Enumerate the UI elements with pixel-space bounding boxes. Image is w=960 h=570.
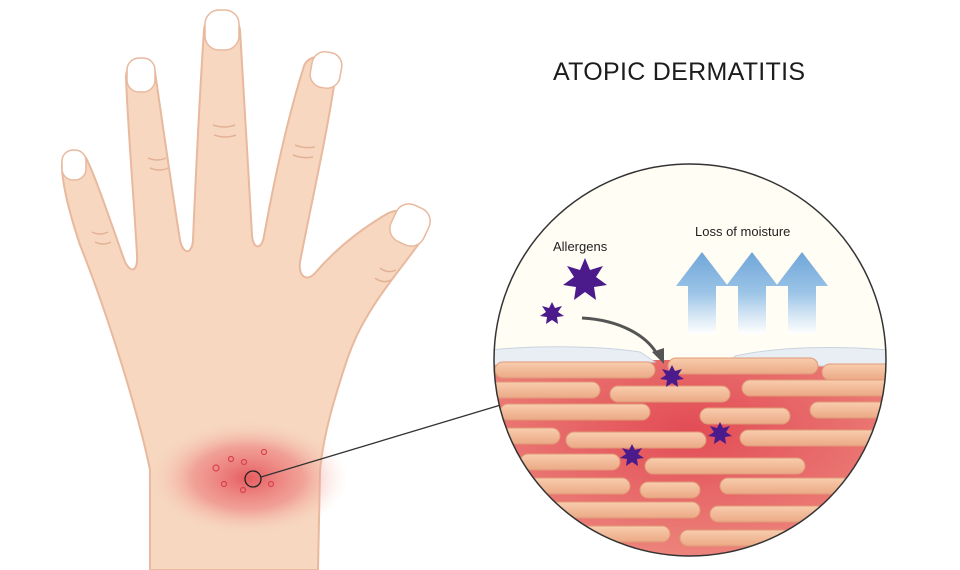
allergen-entry-arrow [581,316,660,357]
nail-thumb [389,203,431,247]
moisture-up-arrow-icon [726,252,778,334]
allergens [540,258,732,466]
allergen-star-icon [540,302,564,324]
nail-ring [126,57,156,93]
fingernails [61,9,431,247]
zoom-spot [244,470,262,488]
zoom-connector-line [260,403,505,478]
allergen-star-icon [708,422,732,444]
moisture-loss-label: Loss of moisture [695,224,791,239]
nail-pinky [61,149,87,181]
moisture-arrows [676,252,828,334]
page-title: ATOPIC DERMATITIS [553,58,806,86]
magnifier-border [493,163,887,557]
allergens-label: Allergens [553,239,608,254]
moisture-up-arrow-icon [676,252,728,334]
allergen-star-icon [660,365,684,387]
lipid-layer [494,346,657,366]
moisture-up-arrow-icon [776,252,828,334]
nail-index [309,50,343,90]
rash-area [148,420,348,536]
finger-creases [91,124,397,283]
allergen-entry-arrowhead [652,348,664,364]
allergen-star-icon [620,444,644,466]
hand-illustration [60,9,431,570]
allergen-star-icon [563,258,607,300]
rash-bumps [212,448,275,494]
nail-middle [204,9,240,51]
